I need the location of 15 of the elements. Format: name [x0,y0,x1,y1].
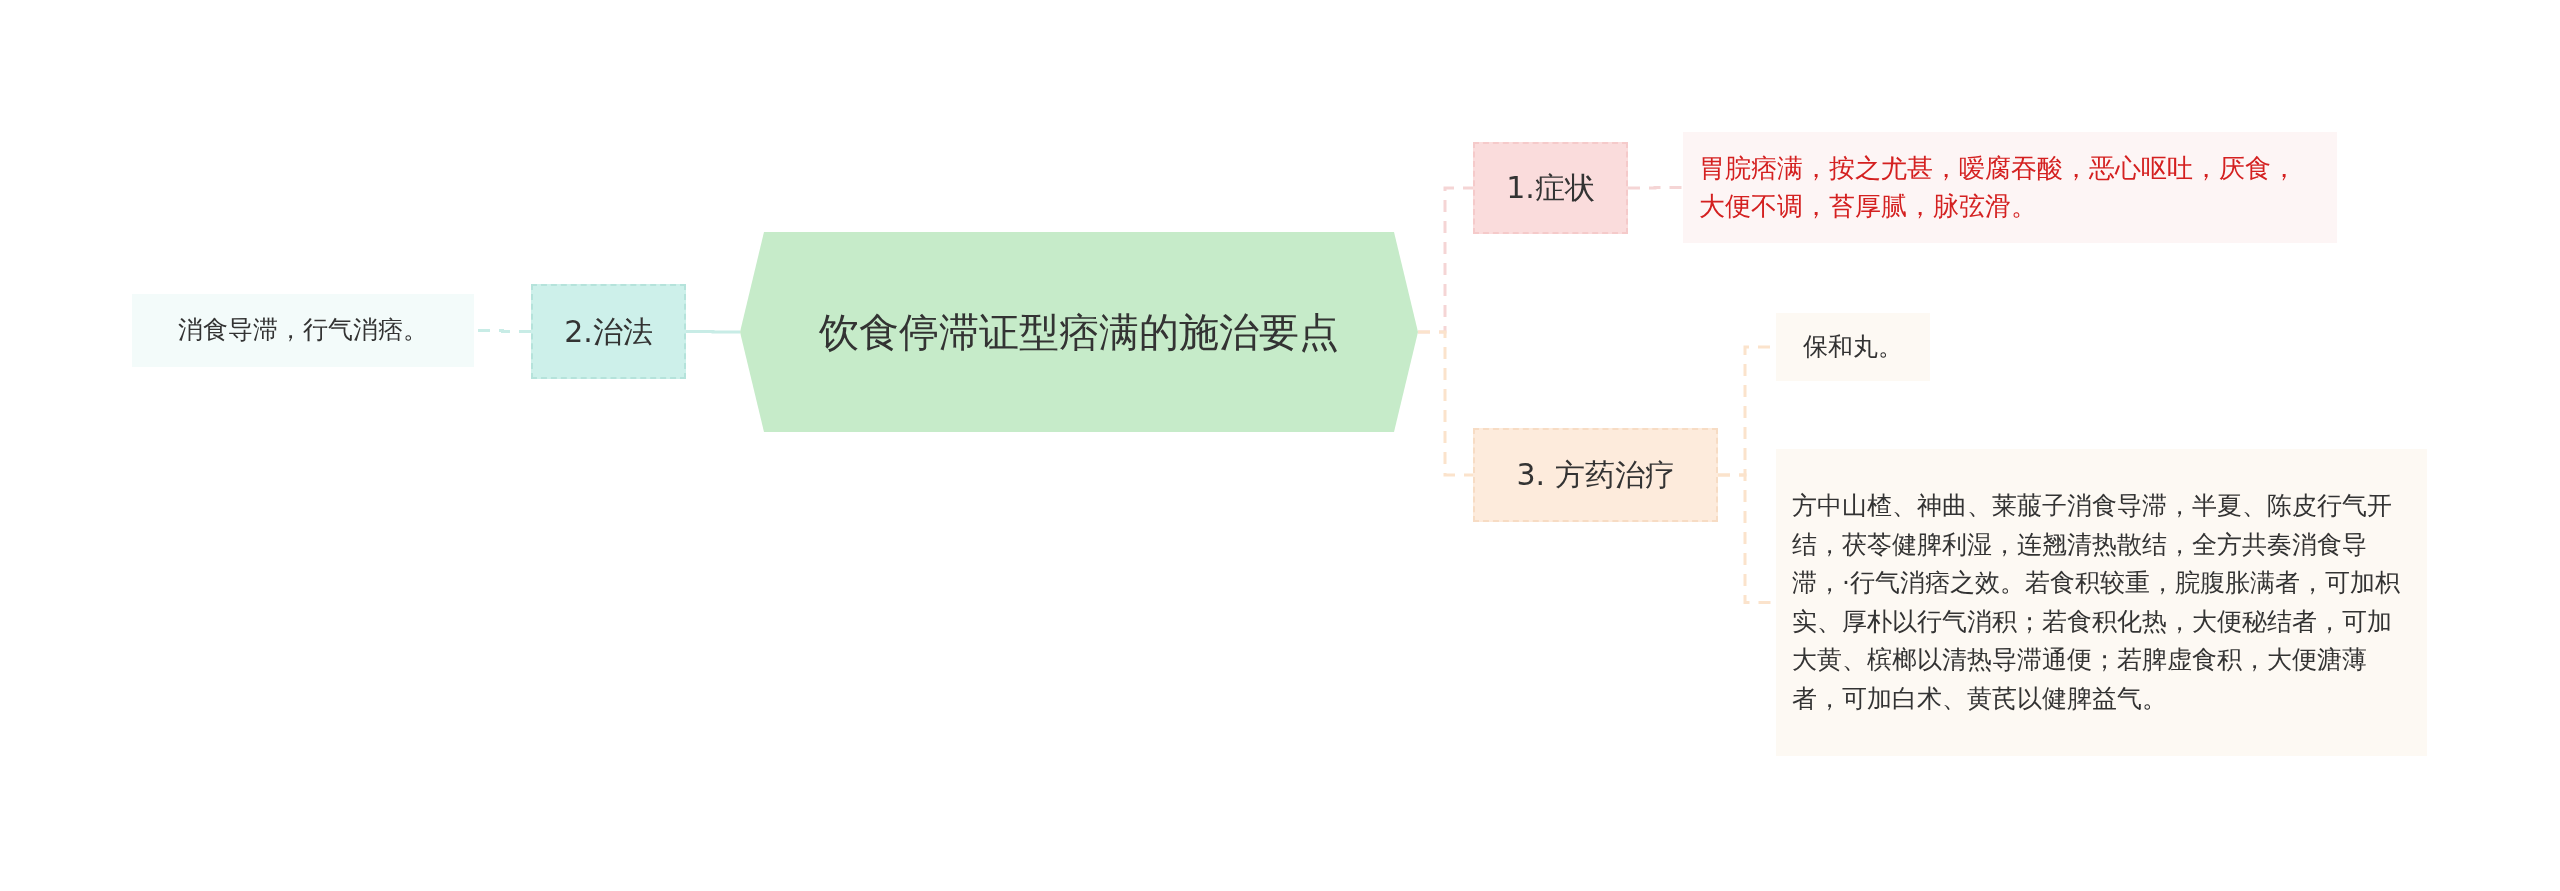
connector-line [1418,330,1473,477]
connector-line [1628,186,1683,190]
node-text: 饮食停滞证型痞满的施治要点 [819,308,1339,357]
connector-line [686,330,740,334]
node-text: 胃脘痞满，按之尤甚，嗳腐吞酸，恶心呕吐，厌食，大便不调，苔厚腻，脉弦滑。 [1699,151,2298,223]
node-text: 2.治法 [564,312,653,351]
branch-box [1473,428,1718,522]
node-text: 1.症状 [1506,169,1595,208]
node-text: 保和丸。 [1803,330,1903,363]
topic-hexagon [740,232,1418,432]
node-text: 3. 方药治疗 [1516,456,1675,495]
node-text: 消食导滞，行气消痞。 [178,314,428,347]
branch-box [531,284,686,379]
branch-box [1473,142,1628,234]
node-text: 方中山楂、神曲、莱菔子消食导滞，半夏、陈皮行气开结，茯苓健脾利湿，连翘清热散结，全方共奏消食导滞，·行气消痞之效。若食积较重，脘腹胀满者，可加枳实、厚朴以行气消积；若食积化热，大便秘结者，可加大黄、槟榔以清热导滞通便；若脾虚食积，大便溏薄者，可加白术、黄芪以健脾益气。 [1792,490,2401,715]
